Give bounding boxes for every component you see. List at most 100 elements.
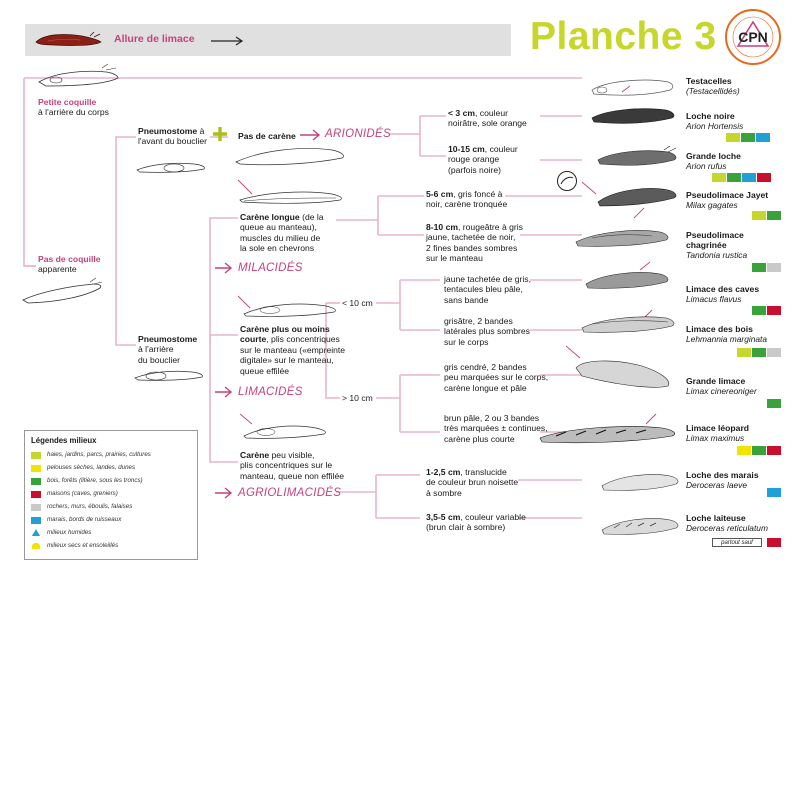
drawing-lehmannia-marginata — [581, 316, 675, 333]
habitat-bar — [767, 306, 781, 315]
keel-short-title: Carène plus ou moins — [240, 324, 330, 334]
species-latin-0: (Testacellidés) — [686, 86, 740, 96]
desc-d6-line-1: latérales plus sombres — [444, 326, 530, 337]
plus-icon — [213, 127, 227, 141]
desc-d9-line-1: de couleur brun noisette — [426, 477, 519, 488]
legend-label-2: bois, forêts (litière, sous les troncs) — [47, 477, 143, 484]
keel-visible-line-1: manteau, queue non effilée — [240, 470, 345, 481]
species-name-7: Grande limace — [686, 376, 746, 386]
desc-milax: 5-6 cm, gris foncé à noir, carène tronqu… — [426, 189, 507, 210]
family-arionides: ARIONIDÉS — [325, 128, 391, 140]
species-name-5: Limace des caves — [686, 284, 760, 294]
species-latin-4: Tandonia rustica — [686, 250, 748, 260]
species-lehmannia-marginata: Limace des bois Lehmannia marginata — [686, 324, 767, 344]
root-shell-node: Petite coquille à l'arrière du corps — [38, 97, 128, 118]
desc-d1-bold: < 3 cm — [448, 108, 475, 118]
species-latin-7: Limax cinereoniger — [686, 386, 757, 396]
cpn-logo-text: CPN — [738, 29, 768, 45]
shell-slug-drawing — [38, 63, 119, 87]
species-latin-9: Deroceras laeve — [686, 480, 747, 490]
species-name-1: Loche noire — [686, 111, 735, 121]
legend-swatch-3 — [31, 491, 41, 498]
legend-swatch-2 — [31, 478, 41, 485]
pneumostome-front-title: Pneumostome — [138, 126, 198, 136]
habitat-bars-9 — [767, 488, 781, 497]
pneumostome-front-node: Pneumostome à l'avant du bouclier — [138, 126, 214, 147]
keel-visible-node: Carène peu visible, plis concentriques s… — [240, 450, 360, 481]
species-limax-maximus: Limace léopard Limax maximus — [686, 423, 749, 443]
pneumostome-back-drawing — [134, 370, 203, 381]
habitat-bar — [756, 133, 770, 142]
family-milacides: MILACIDÉS — [238, 262, 303, 274]
keel-short-node: Carène plus ou moins courte, plis concen… — [240, 324, 350, 376]
species-name-3: Pseudolimace Jayet — [686, 190, 769, 200]
drawing-limax-maximus — [539, 426, 675, 444]
species-milax-gagates: Pseudolimace Jayet Milax gagates — [686, 190, 768, 210]
desc-d4-line-2: 2 fines bandes sombres — [426, 242, 518, 253]
drawing-grande-loche — [597, 146, 677, 166]
family-limacides: LIMACIDÉS — [238, 386, 303, 398]
species-name-6: Limace des bois — [686, 324, 753, 334]
desc-lehmannia: grisâtre, 2 bandes latérales plus sombre… — [444, 316, 530, 347]
root-noshell-title: Pas de coquille — [38, 254, 101, 264]
habitat-bar — [752, 348, 766, 357]
habitat-bar — [752, 446, 766, 455]
pneumostome-front-text: à l'avant du bouclier — [138, 126, 208, 147]
desc-d10-line-0: , couleur variable — [460, 512, 526, 522]
species-grande-loche: Grande loche Arion rufus — [686, 151, 741, 171]
habitat-bar — [767, 538, 781, 547]
habitat-bar — [712, 173, 726, 182]
species-name-9: Loche des marais — [686, 470, 759, 480]
habitat-bar — [737, 446, 751, 455]
desc-limacus: jaune tachetée de gris, tentacules bleu … — [444, 274, 531, 305]
pneumostome-back-text2: du bouclier — [138, 354, 181, 365]
species-name-10: Loche laiteuse — [686, 513, 746, 523]
habitat-bar — [767, 348, 781, 357]
keel-visible-drawing — [243, 425, 326, 439]
habitat-bars-2 — [712, 173, 771, 182]
legend-label-1: pelouses sèches, landes, dunes — [47, 464, 136, 471]
size-gt10-label: > 10 cm — [342, 393, 373, 403]
desc-d1-line-0: , couleur — [475, 108, 508, 118]
species-latin-5: Limacus flavus — [686, 294, 742, 304]
habitat-bar — [742, 173, 756, 182]
desc-d10-bold: 3,5-5 cm — [426, 512, 461, 522]
desc-d4-line-1: jaune, tachetée de noir, — [426, 232, 516, 243]
keel-long-title: Carène longue — [240, 212, 300, 222]
keel-long-node: Carène longue (de la queue au manteau), … — [240, 212, 340, 254]
drawing-testacelle — [591, 79, 674, 96]
keel-long-rest: (de la — [299, 212, 324, 222]
species-name-8: Limace léopard — [686, 423, 750, 433]
desc-d2-line-2: (parfois noire) — [448, 164, 502, 175]
desc-d7-line-1: peu marquées sur le corps, — [444, 372, 549, 383]
desc-deroceras-reticulatum: 3,5-5 cm, couleur variable (brun clair à… — [426, 512, 526, 533]
legend-label-6: milieux humides — [47, 529, 92, 536]
legend-swatch-5 — [31, 517, 41, 524]
root-noshell-text: apparente — [38, 264, 77, 275]
drawing-deroceras-laeve — [601, 474, 679, 491]
legend-label-7: milieux secs et ensoleillés — [47, 542, 119, 549]
desc-d4-line-3: sur le manteau — [426, 253, 483, 264]
desc-d2-line-0: , couleur — [484, 144, 518, 154]
habitat-bars-6 — [737, 348, 781, 357]
pneumostome-back-node: Pneumostome à l'arrière du bouclier — [138, 334, 214, 365]
pneumostome-back-title: Pneumostome — [138, 334, 198, 344]
family-agriolimacides: AGRIOLIMACIDÉS — [238, 487, 342, 499]
keel-short-drawing — [243, 303, 336, 317]
keel-long-drawing — [239, 191, 342, 204]
desc-limax-maximus: brun pâle, 2 ou 3 bandes très marquées ±… — [444, 413, 548, 444]
habitat-bars-10 — [767, 538, 781, 547]
header-banner — [25, 24, 511, 56]
magnifier-detail-icon — [557, 171, 577, 191]
desc-d4-bold: 8-10 cm — [426, 222, 459, 232]
size-lt10-label: < 10 cm — [342, 298, 373, 308]
keel-short-title2: courte — [240, 334, 267, 345]
desc-d7-line-2: carène longue et pâle — [444, 382, 527, 393]
sun-icon — [31, 542, 41, 549]
species-name-2: Grande loche — [686, 151, 741, 161]
species-deroceras-reticulatum: Loche laiteuse Deroceras reticulatum — [686, 513, 768, 533]
legend-swatch-1 — [31, 465, 41, 472]
desc-d6-line-2: sur le corps — [444, 336, 489, 347]
slug-illustration — [35, 31, 102, 46]
